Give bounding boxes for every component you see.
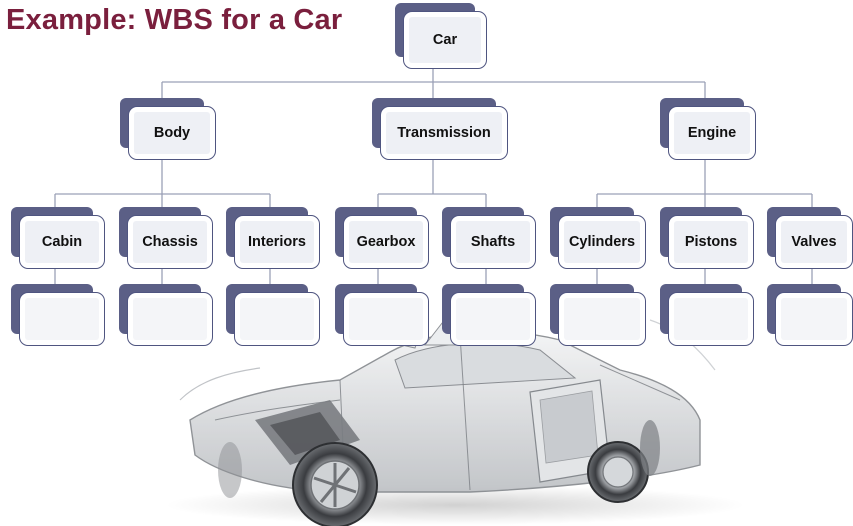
wbs-empty-work-package	[335, 284, 429, 346]
node-card: Interiors	[234, 215, 320, 269]
node-card: Cylinders	[558, 215, 646, 269]
wbs-node-cabin: Cabin	[11, 207, 105, 269]
node-label: Pistons	[684, 234, 738, 250]
node-label: Chassis	[142, 234, 198, 250]
node-label: Engine	[687, 125, 737, 141]
wbs-node-pistons: Pistons	[660, 207, 754, 269]
wbs-node-interiors: Interiors	[226, 207, 320, 269]
node-label: Body	[153, 125, 191, 141]
node-card: Body	[128, 106, 216, 160]
node-card	[343, 292, 429, 346]
node-label: Interiors	[247, 234, 306, 250]
node-card	[558, 292, 646, 346]
node-card	[775, 292, 853, 346]
node-card	[127, 292, 213, 346]
node-card	[450, 292, 536, 346]
node-card	[668, 292, 754, 346]
node-label: Valves	[791, 234, 837, 250]
wbs-node-car: Car	[395, 3, 487, 69]
node-label: Shafts	[470, 234, 516, 250]
node-label: Cabin	[41, 234, 83, 250]
node-card: Shafts	[450, 215, 536, 269]
wbs-empty-work-package	[550, 284, 646, 346]
node-label: Car	[432, 32, 458, 48]
wbs-empty-work-package	[11, 284, 105, 346]
wbs-node-cylinders: Cylinders	[550, 207, 646, 269]
node-label: Transmission	[397, 125, 491, 141]
node-card: Valves	[775, 215, 853, 269]
node-card: Pistons	[668, 215, 754, 269]
node-card	[19, 292, 105, 346]
node-card: Cabin	[19, 215, 105, 269]
wbs-empty-work-package	[226, 284, 320, 346]
wbs-empty-work-package	[660, 284, 754, 346]
wbs-node-engine: Engine	[660, 98, 756, 160]
node-card: Engine	[668, 106, 756, 160]
wbs-node-chassis: Chassis	[119, 207, 213, 269]
node-label: Cylinders	[568, 234, 636, 250]
node-card	[234, 292, 320, 346]
wbs-node-shafts: Shafts	[442, 207, 536, 269]
wbs-empty-work-package	[119, 284, 213, 346]
wbs-node-transmission: Transmission	[372, 98, 508, 160]
page-title: Example: WBS for a Car	[6, 4, 343, 36]
wbs-empty-work-package	[767, 284, 853, 346]
wbs-node-gearbox: Gearbox	[335, 207, 429, 269]
node-card: Chassis	[127, 215, 213, 269]
wbs-node-body: Body	[120, 98, 216, 160]
node-label: Gearbox	[356, 234, 416, 250]
wbs-node-valves: Valves	[767, 207, 853, 269]
wbs-empty-work-package	[442, 284, 536, 346]
node-card: Car	[403, 11, 487, 69]
node-card: Gearbox	[343, 215, 429, 269]
node-card: Transmission	[380, 106, 508, 160]
